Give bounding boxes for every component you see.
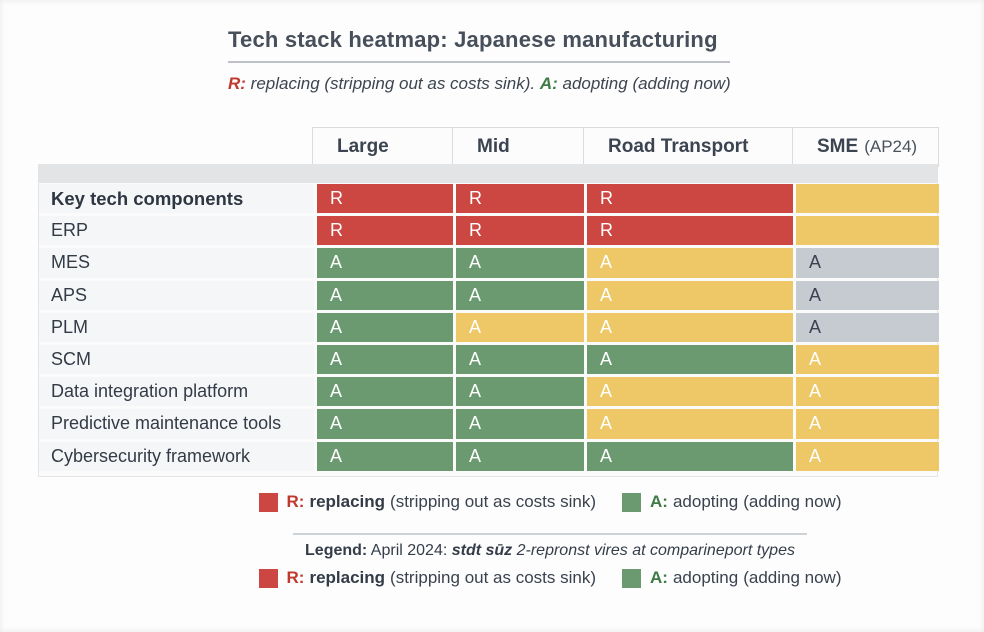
row-label: Key tech components [39, 184, 314, 214]
caption-date: April 2024: [367, 542, 452, 559]
heatmap-cell-yellow: A [587, 280, 793, 310]
row-label: Data integration platform [39, 377, 314, 407]
heatmap-cell-green: A [456, 344, 584, 375]
subtitle-a-text: adopting (adding now) [557, 74, 731, 93]
row-label: SCM [39, 344, 314, 375]
heatmap-cell-green: A [317, 344, 453, 375]
heatmap-cell-green: A [317, 441, 453, 471]
title-block: Tech stack heatmap: Japanese manufacturi… [228, 27, 733, 94]
figure-subtitle: R: replacing (stripping out as costs sin… [228, 74, 733, 94]
column-header-sme-suffix: (AP24) [864, 137, 918, 156]
legend-r-key: R: [286, 568, 305, 587]
heatmap-cell-yellow [796, 216, 939, 246]
legend-r-key: R: [286, 492, 305, 511]
heatmap-cell-green: A [317, 280, 453, 310]
column-header-mid: Mid [453, 128, 584, 166]
legend-row-primary: R: replacing (stripping out as costs sin… [115, 492, 984, 512]
heatmap-cell-red: R [587, 216, 793, 246]
heatmap-cell-yellow: A [796, 409, 939, 439]
heatmap-cell-red: R [456, 184, 584, 214]
heatmap-cell-green: A [587, 344, 793, 375]
legend-green-swatch [622, 492, 642, 512]
legend-row-secondary: R: replacing (stripping out as costs sin… [115, 568, 984, 588]
title-underline [228, 61, 730, 63]
row-label: PLM [39, 312, 314, 342]
heatmap-cell-gray: A [796, 312, 939, 342]
caption-label: Legend: [305, 542, 368, 559]
heatmap-cell-green: A [456, 280, 584, 310]
heatmap-cell-green: A [456, 441, 584, 471]
legend-r-name: replacing [309, 568, 386, 587]
legend-a-name: adopting [672, 492, 739, 511]
legend-a-detail: (adding now) [743, 568, 842, 587]
subtitle-r-text: replacing (stripping out as costs sink). [245, 74, 540, 93]
legend-caption: Legend: April 2024: stdt sūz 2-repronst … [115, 542, 984, 560]
legend-red-swatch [258, 492, 278, 512]
heatmap-cell-green: A [456, 409, 584, 439]
column-header-row: Large Mid Road Transport SME(AP24) [312, 127, 939, 167]
caption-note-italic: 2-repronst vires at comparineport types [516, 542, 795, 559]
heatmap-cell-yellow: A [587, 377, 793, 407]
subtitle-r-key: R: [228, 74, 246, 93]
heatmap-cell-yellow: A [796, 441, 939, 471]
legend-a-key: A: [650, 568, 668, 587]
heatmap-cell-red: R [587, 184, 793, 214]
row-label: ERP [39, 216, 314, 246]
legend-block: R: replacing (stripping out as costs sin… [115, 492, 984, 588]
heatmap-cell-yellow: A [796, 377, 939, 407]
heatmap-cell-green: A [317, 248, 453, 278]
column-header-road-transport: Road Transport [584, 128, 793, 166]
heatmap-cell-yellow: A [587, 312, 793, 342]
heatmap-cell-yellow: A [587, 248, 793, 278]
row-label: APS [39, 280, 314, 310]
legend-r-detail: (stripping out as costs sink) [390, 492, 597, 511]
heatmap-cell-yellow [796, 184, 939, 214]
legend-a-key: A: [650, 492, 668, 511]
heatmap-cell-red: R [456, 216, 584, 246]
legend-a-detail: (adding now) [743, 492, 842, 511]
heatmap-cell-green: A [456, 377, 584, 407]
heatmap-cell-gray: A [796, 280, 939, 310]
heatmap-cell-yellow: A [796, 344, 939, 375]
row-label: Predictive maintenance tools [39, 409, 314, 439]
heatmap-cell-green: A [317, 409, 453, 439]
page-title: Tech stack heatmap: Japanese manufacturi… [228, 27, 718, 52]
heatmap-cell-red: R [317, 216, 453, 246]
heatmap-cell-yellow: A [456, 312, 584, 342]
caption-note-bold: stdt sūz [451, 542, 517, 559]
legend-divider [293, 533, 807, 535]
row-label: Cybersecurity framework [39, 441, 314, 471]
heatmap-cell-green: A [587, 441, 793, 471]
heatmap-cell-gray: A [796, 248, 939, 278]
legend-r-name: replacing [309, 492, 386, 511]
heatmap-cell-green: A [317, 377, 453, 407]
legend-red-swatch [258, 568, 278, 588]
row-label: MES [39, 248, 314, 278]
column-header-sme: SME(AP24) [817, 136, 918, 157]
heatmap-cell-green: A [456, 248, 584, 278]
legend-green-swatch [622, 568, 642, 588]
legend-a-name: adopting [672, 568, 739, 587]
heatmap-cell-red: R [317, 184, 453, 214]
subtitle-a-key: A: [539, 74, 558, 93]
panel-top-band [39, 165, 937, 183]
column-header-large: Large [313, 128, 453, 166]
heatmap-cell-green: A [317, 312, 453, 342]
heatmap-cell-yellow: A [587, 409, 793, 439]
legend-r-detail: (stripping out as costs sink) [390, 568, 597, 587]
